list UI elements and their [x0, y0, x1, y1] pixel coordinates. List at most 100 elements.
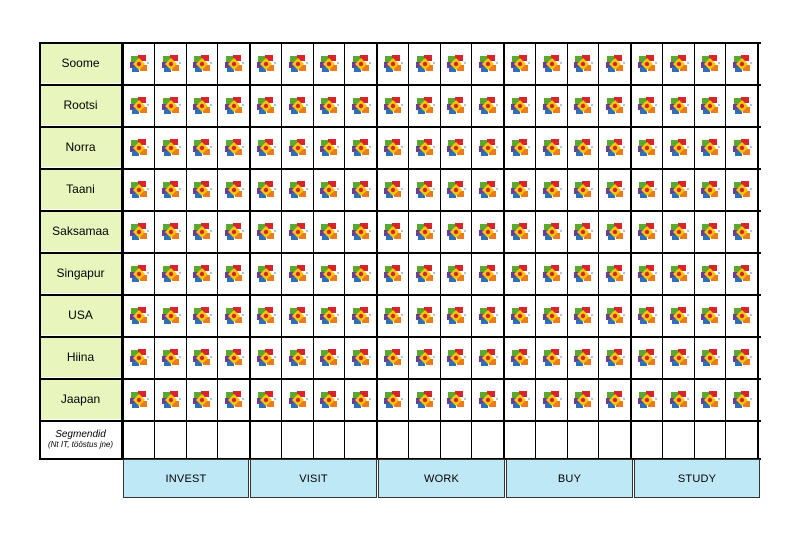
grid-line — [39, 84, 761, 86]
brand-mosaic-icon — [605, 390, 626, 410]
brand-mosaic-icon — [351, 180, 372, 200]
brand-mosaic-icon — [224, 138, 245, 158]
brand-mosaic-icon — [478, 222, 499, 242]
brand-mosaic-icon — [669, 348, 689, 368]
country-category-matrix: Soome Rootsi Norra Taani Saksamaa Singap… — [39, 42, 761, 460]
brand-mosaic-icon — [224, 348, 245, 368]
grid-line — [39, 252, 761, 254]
brand-mosaic-icon — [732, 222, 753, 242]
brand-mosaic-icon — [224, 54, 245, 74]
brand-mosaic-icon — [637, 96, 657, 116]
row-label-jaapan: Jaapan — [40, 379, 121, 419]
brand-mosaic-icon — [415, 138, 435, 158]
brand-mosaic-icon — [542, 390, 562, 410]
grid-line — [154, 42, 155, 460]
brand-mosaic-icon — [510, 306, 530, 326]
brand-mosaic-icon — [129, 264, 149, 284]
grid-line — [39, 420, 761, 422]
brand-mosaic-icon — [161, 390, 181, 410]
row-label-soome: Soome — [40, 43, 121, 83]
brand-mosaic-icon — [510, 390, 530, 410]
grid-line — [39, 168, 761, 170]
grid-line — [440, 42, 441, 460]
brand-mosaic-icon — [573, 306, 594, 326]
brand-mosaic-icon — [573, 54, 594, 74]
brand-mosaic-icon — [415, 222, 435, 242]
grid-line — [408, 42, 409, 460]
brand-mosaic-icon — [192, 54, 213, 74]
brand-mosaic-icon — [669, 306, 689, 326]
brand-mosaic-icon — [605, 306, 626, 326]
brand-mosaic-icon — [510, 138, 530, 158]
brand-mosaic-icon — [383, 54, 403, 74]
grid-line — [567, 42, 568, 460]
brand-mosaic-icon — [256, 306, 276, 326]
tab-work[interactable]: WORK — [378, 459, 505, 498]
brand-mosaic-icon — [700, 306, 721, 326]
brand-mosaic-icon — [573, 96, 594, 116]
brand-mosaic-icon — [288, 348, 308, 368]
grid-line — [503, 42, 505, 460]
brand-mosaic-icon — [161, 54, 181, 74]
brand-mosaic-icon — [446, 264, 467, 284]
tab-invest[interactable]: INVEST — [123, 459, 249, 498]
brand-mosaic-icon — [669, 180, 689, 200]
brand-mosaic-icon — [637, 264, 657, 284]
grid-line — [471, 42, 472, 460]
grid-line — [39, 336, 761, 338]
brand-mosaic-icon — [446, 54, 467, 74]
brand-mosaic-icon — [319, 180, 340, 200]
brand-mosaic-icon — [288, 390, 308, 410]
brand-mosaic-icon — [637, 306, 657, 326]
brand-mosaic-icon — [351, 264, 372, 284]
brand-mosaic-icon — [478, 180, 499, 200]
brand-mosaic-icon — [605, 96, 626, 116]
brand-mosaic-icon — [256, 180, 276, 200]
brand-mosaic-icon — [446, 222, 467, 242]
brand-mosaic-icon — [192, 306, 213, 326]
brand-mosaic-icon — [383, 96, 403, 116]
brand-mosaic-icon — [319, 138, 340, 158]
tab-visit[interactable]: VISIT — [250, 459, 377, 498]
brand-mosaic-icon — [605, 138, 626, 158]
brand-mosaic-icon — [319, 96, 340, 116]
brand-mosaic-icon — [192, 264, 213, 284]
brand-mosaic-icon — [161, 306, 181, 326]
brand-mosaic-icon — [510, 54, 530, 74]
brand-mosaic-icon — [319, 348, 340, 368]
brand-mosaic-icon — [383, 390, 403, 410]
brand-mosaic-icon — [224, 222, 245, 242]
brand-mosaic-icon — [256, 222, 276, 242]
row-label-hiina: Hiina — [40, 337, 121, 377]
grid-line — [249, 42, 251, 460]
brand-mosaic-icon — [319, 222, 340, 242]
brand-mosaic-icon — [637, 390, 657, 410]
grid-line — [694, 42, 695, 460]
brand-mosaic-icon — [256, 54, 276, 74]
brand-mosaic-icon — [700, 138, 721, 158]
brand-mosaic-icon — [256, 264, 276, 284]
brand-mosaic-icon — [542, 138, 562, 158]
brand-mosaic-icon — [351, 348, 372, 368]
brand-mosaic-icon — [224, 180, 245, 200]
brand-mosaic-icon — [542, 180, 562, 200]
brand-mosaic-icon — [478, 54, 499, 74]
tab-buy[interactable]: BUY — [506, 459, 633, 498]
tab-study[interactable]: STUDY — [634, 459, 760, 498]
brand-mosaic-icon — [161, 264, 181, 284]
brand-mosaic-icon — [415, 180, 435, 200]
brand-mosaic-icon — [129, 54, 149, 74]
brand-mosaic-icon — [192, 222, 213, 242]
brand-mosaic-icon — [700, 180, 721, 200]
brand-mosaic-icon — [478, 96, 499, 116]
brand-mosaic-icon — [161, 138, 181, 158]
brand-mosaic-icon — [542, 306, 562, 326]
brand-mosaic-icon — [288, 54, 308, 74]
brand-mosaic-icon — [446, 96, 467, 116]
brand-mosaic-icon — [669, 390, 689, 410]
brand-mosaic-icon — [224, 264, 245, 284]
brand-mosaic-icon — [129, 306, 149, 326]
brand-mosaic-icon — [669, 96, 689, 116]
grid-line — [313, 42, 314, 460]
grid-line — [344, 42, 345, 460]
